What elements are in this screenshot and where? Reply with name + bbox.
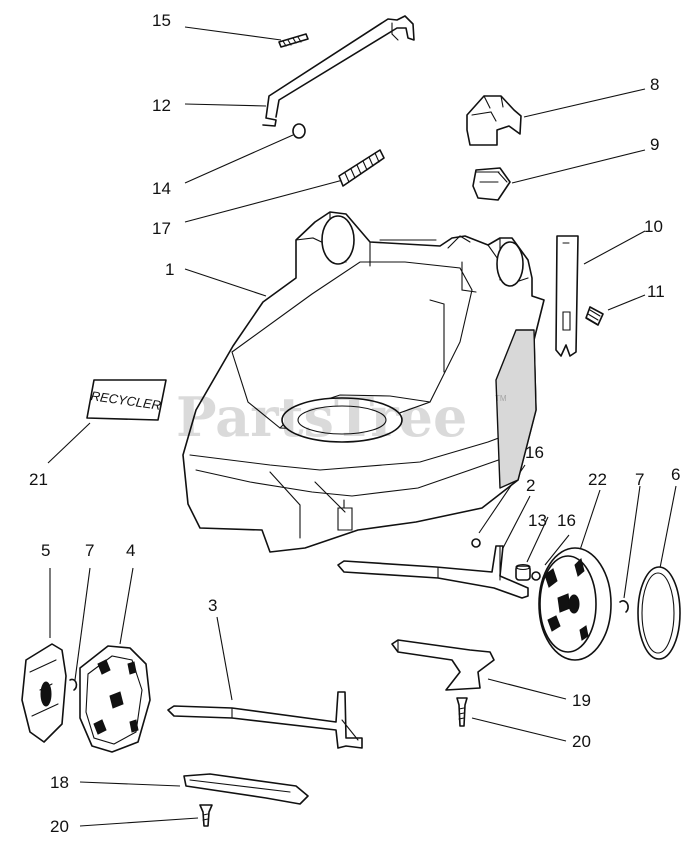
part-4-wheel <box>79 645 151 753</box>
part-19-flap <box>391 639 495 691</box>
callout-8: 8 <box>650 75 660 94</box>
part-6-hubcap <box>637 566 681 660</box>
part-2-axle <box>337 545 529 599</box>
callout-9: 9 <box>650 135 660 154</box>
callout-11: 11 <box>647 282 665 301</box>
callout-3: 3 <box>208 596 218 615</box>
part-12-bail-rod <box>262 15 415 127</box>
callout-2: 2 <box>526 476 536 495</box>
watermark-trademark: TM <box>495 394 507 403</box>
callout-15: 15 <box>152 11 171 30</box>
part-22-wheel <box>538 547 612 661</box>
part-17-spring <box>338 149 385 187</box>
part-20-screw-lower <box>199 804 213 827</box>
watermark: PartsTree <box>176 385 468 449</box>
callout-18: 18 <box>50 773 69 792</box>
part-15-clip <box>278 33 309 48</box>
callout-7-right: 7 <box>635 470 645 489</box>
part-20-screw-upper <box>456 697 468 727</box>
callout-12: 12 <box>152 96 171 115</box>
part-8-housing <box>466 95 522 146</box>
part-1-deck <box>182 211 545 553</box>
callout-13: 13 <box>528 511 547 530</box>
callout-20-upper: 20 <box>572 732 591 751</box>
part-7-clip-right <box>619 600 629 613</box>
part-7-clip-left <box>69 678 78 691</box>
part-16-bushing-b <box>531 571 541 581</box>
callout-21: 21 <box>29 470 48 489</box>
part-18-blade <box>183 773 309 805</box>
callout-7-left: 7 <box>85 541 95 560</box>
callout-22: 22 <box>588 470 607 489</box>
callout-4: 4 <box>126 541 136 560</box>
callout-5: 5 <box>41 541 51 560</box>
callout-10: 10 <box>644 217 663 236</box>
part-5-hubcap <box>21 643 67 743</box>
callout-20-lower: 20 <box>50 817 69 836</box>
callout-1: 1 <box>165 260 175 279</box>
callout-19: 19 <box>572 691 591 710</box>
part-16-bushing-a <box>471 538 481 548</box>
callout-16-lower: 16 <box>557 511 576 530</box>
callout-16-upper: 16 <box>525 443 544 462</box>
callout-14: 14 <box>152 179 171 198</box>
callout-17: 17 <box>152 219 171 238</box>
part-9-knob <box>472 167 511 201</box>
part-11-spring <box>585 306 604 326</box>
part-21-decal: RECYCLER <box>86 379 167 421</box>
part-14-washer <box>292 123 306 139</box>
part-13-bushing <box>515 563 531 581</box>
part-3-axle <box>167 691 363 749</box>
part-10-bracket <box>555 235 579 357</box>
callout-6: 6 <box>671 465 681 484</box>
